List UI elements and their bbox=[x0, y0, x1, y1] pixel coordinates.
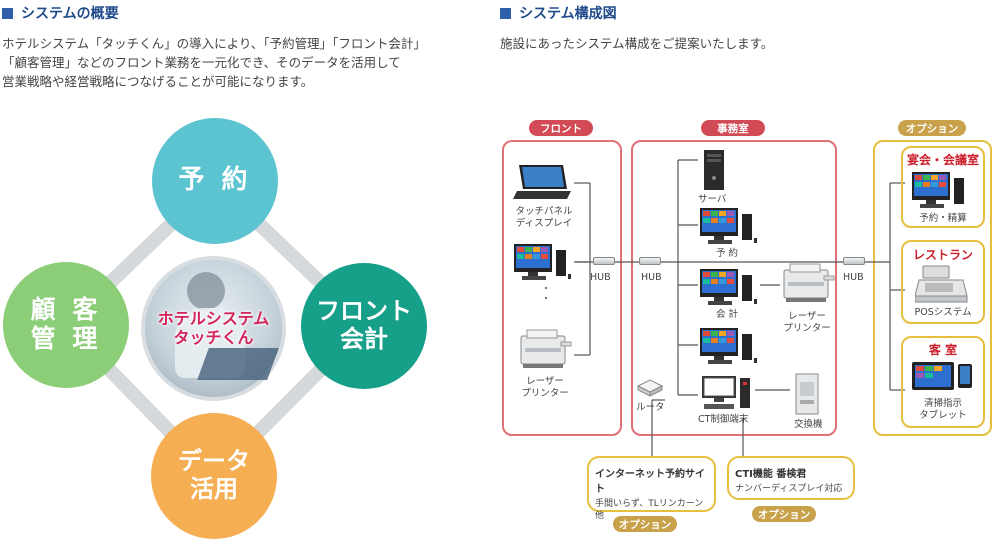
front-accounting-circle: フロント会計 bbox=[301, 263, 427, 389]
touch-panel-laptop-icon bbox=[513, 165, 571, 199]
banquet-title: 宴会・会議室 bbox=[906, 153, 979, 167]
structure-title: システム構成図 bbox=[500, 3, 617, 23]
cti-terminal-label: CT制御端末 bbox=[698, 414, 749, 425]
exchange-icon bbox=[795, 373, 819, 415]
reservation-label: 予 約 bbox=[716, 248, 739, 259]
more-devices-dots: ・ ・ bbox=[541, 284, 551, 305]
pos-register-icon bbox=[915, 265, 968, 303]
option-group-box bbox=[873, 140, 992, 436]
additional-pc-icon bbox=[700, 328, 757, 364]
internet-reservation-option: インターネット予約サイト 手間いらず、TLリンカーン 他 bbox=[587, 456, 716, 521]
banquet-pc-icon bbox=[912, 172, 964, 208]
front-group-box bbox=[502, 140, 622, 436]
hub-icon bbox=[843, 257, 865, 265]
hub-icon bbox=[639, 257, 661, 265]
touch-panel-label: タッチパネルディスプレイ bbox=[515, 206, 573, 229]
restaurant-sub-label: POSシステム bbox=[914, 307, 972, 318]
router-icon bbox=[636, 379, 664, 397]
guest-room-title: 客 室 bbox=[928, 343, 958, 357]
office-group-box bbox=[631, 140, 837, 436]
internet-option-tag: オプション bbox=[613, 516, 677, 532]
front-printer-label: レーザープリンター bbox=[521, 376, 569, 399]
server-icon bbox=[704, 150, 724, 190]
restaurant-card bbox=[901, 240, 985, 324]
customer-management-circle: 顧 客管 理 bbox=[3, 262, 129, 388]
office-laser-printer-icon bbox=[783, 263, 835, 302]
office-printer-label: レーザープリンター bbox=[783, 311, 831, 334]
tablet-icon bbox=[912, 362, 972, 390]
square-bullet-icon bbox=[2, 7, 13, 19]
banquet-sub-label: 予約・精算 bbox=[919, 213, 967, 224]
office-tag: 事務室 bbox=[701, 120, 765, 136]
server-label: サーバ bbox=[698, 194, 727, 205]
hub-icon bbox=[593, 257, 615, 265]
front-tag: フロント bbox=[529, 120, 593, 136]
router-label: ルータ bbox=[636, 402, 665, 413]
restaurant-title: レストラン bbox=[912, 248, 973, 262]
overview-title: システムの概要 bbox=[2, 3, 119, 23]
exchange-label: 交換機 bbox=[794, 419, 823, 430]
cti-option-tag: オプション bbox=[752, 506, 816, 522]
staff-photo bbox=[187, 272, 225, 310]
data-utilization-circle: データ活用 bbox=[151, 413, 277, 539]
accounting-pc-icon bbox=[700, 269, 757, 305]
square-bullet-icon bbox=[500, 7, 511, 19]
touchkun-center-circle: ホテルシステムタッチくん bbox=[141, 256, 286, 401]
guest-room-sub-label: 清掃指示タブレット bbox=[919, 398, 967, 421]
desktop-pc-icon bbox=[514, 244, 571, 280]
reservation-pc-icon bbox=[700, 208, 757, 244]
structure-description: 施設にあったシステム構成をご提案いたします。 bbox=[500, 36, 774, 51]
laser-printer-icon bbox=[520, 329, 572, 368]
guest-room-card bbox=[901, 336, 985, 428]
option-tag: オプション bbox=[898, 120, 966, 136]
reservation-circle: 予 約 bbox=[152, 118, 278, 244]
cti-function-option: CTI機能 番検君 ナンバーディスプレイ対応 bbox=[727, 456, 855, 500]
overview-description: ホテルシステム「タッチくん」の導入により、「予約管理」「フロント会計」 「顧客管… bbox=[2, 36, 426, 89]
accounting-label: 会 計 bbox=[716, 309, 739, 320]
cti-terminal-icon bbox=[702, 376, 750, 409]
banquet-card bbox=[901, 146, 985, 228]
